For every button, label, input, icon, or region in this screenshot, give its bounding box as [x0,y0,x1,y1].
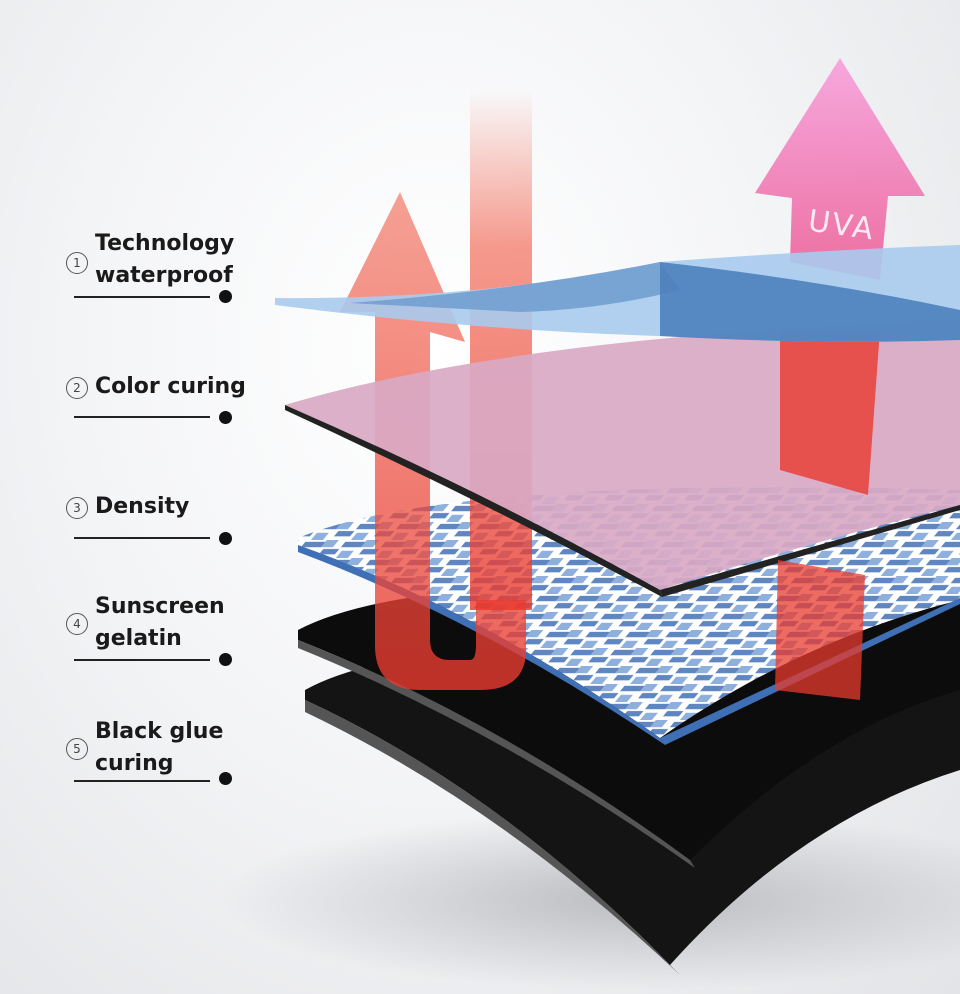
layer-4-dot [219,653,232,666]
number-4-icon: 4 [66,613,88,635]
heat-stripe-center [470,90,532,610]
layer-3-dot [219,532,232,545]
layer-3-text-line1: Density [95,494,190,519]
layer-2-rule [74,416,210,418]
number-1-icon: 1 [66,252,88,274]
heat-arrow-right [780,330,880,495]
layer-1-rule [74,296,210,298]
layer-2-dot [219,411,232,424]
uva-arrow [755,58,925,280]
layer-5-dot [219,772,232,785]
layer-1-text-line2: waterproof [95,263,233,288]
layer-5-text-line1: Black glue [95,719,224,744]
layer-5-text-line2: curing [95,751,174,776]
number-5-icon: 5 [66,738,88,760]
number-3-icon: 3 [66,497,88,519]
layer-4-text-line2: gelatin [95,626,182,651]
layer-4-rule [74,659,210,661]
density-weave-layer [298,487,960,738]
layer-2-text-line1: Color curing [95,374,246,399]
number-2-icon: 2 [66,377,88,399]
layer-3-rule [74,537,210,539]
layer-1-text-line1: Technology [95,231,235,256]
layer-5-rule [74,780,210,782]
layer-4-text-line1: Sunscreen [95,594,225,619]
layer-1-dot [219,290,232,303]
